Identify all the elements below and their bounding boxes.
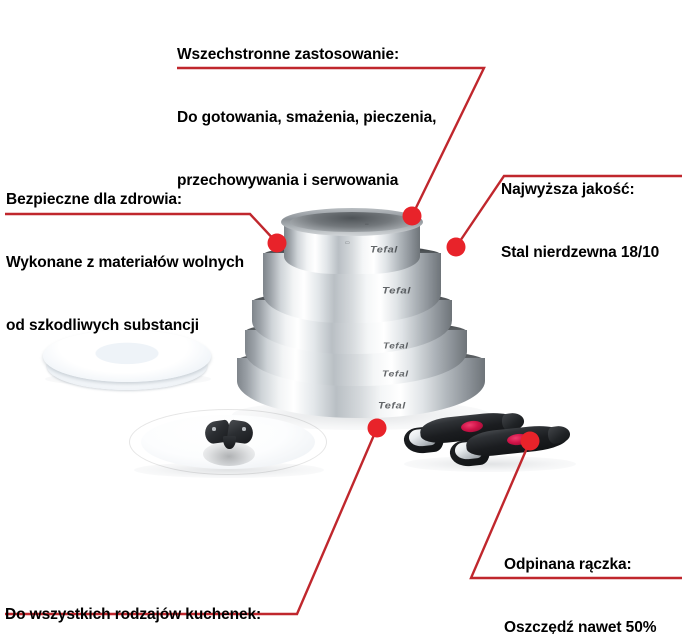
callout-detachable-handle-line2: Oszczędź nawet 50%: [504, 619, 657, 634]
lid-vent-hole-left: [212, 427, 216, 431]
detachable-handle-1: [448, 422, 572, 469]
callout-detachable-handle: Odpinana rączka: Oszczędź nawet 50% miej…: [504, 512, 657, 634]
tefal-logo-1: Tefal: [370, 245, 398, 255]
callout-top-quality-line2: Stal nierdzewna 18/10: [501, 244, 660, 261]
tefal-logo-5: Tefal: [378, 401, 406, 411]
callout-top-quality: Najwyższa jakość: Stal nierdzewna 18/10: [501, 137, 659, 305]
callout-detachable-handle-heading: Odpinana rączka:: [504, 556, 632, 573]
callout-health-safe: Bezpieczne dla zdrowia: Wykonane z mater…: [6, 147, 244, 378]
callout-versatile-use-heading: Wszechstronne zastosowanie:: [177, 46, 400, 63]
callout-health-safe-line2: Wykonane z materiałów wolnych: [6, 254, 244, 271]
callout-all-cooktops: Do wszystkich rodzajów kuchenek: Gazowe,…: [5, 562, 261, 634]
callout-health-safe-line3: od szkodliwych substancji: [6, 317, 200, 334]
callout-versatile-use-line2: Do gotowania, smażenia, pieczenia,: [177, 109, 437, 126]
callout-top-quality-heading: Najwyższa jakość:: [501, 181, 635, 198]
tefal-logo-2: Tefal: [382, 286, 411, 296]
callout-health-safe-heading: Bezpieczne dla zdrowia:: [6, 191, 182, 208]
callout-all-cooktops-heading: Do wszystkich rodzajów kuchenek:: [5, 606, 262, 623]
lid-vent-hole-right: [242, 427, 246, 431]
lid-knob: [203, 419, 255, 449]
callout-versatile-use-line3: przechowywania i serwowania: [177, 172, 399, 189]
graduation-mark-lower: ▭: [345, 240, 351, 246]
tefal-logo-3: Tefal: [383, 341, 409, 352]
saucepan-small-interior: [290, 212, 414, 232]
graduation-mark-upper: ═: [365, 222, 370, 228]
plate-white-1: [43, 330, 211, 382]
callout-versatile-use: Wszechstronne zastosowanie: Do gotowania…: [177, 2, 436, 233]
glass-lid: [129, 409, 327, 475]
tefal-logo-4: Tefal: [382, 369, 409, 379]
handle-tip-1: [546, 424, 572, 445]
